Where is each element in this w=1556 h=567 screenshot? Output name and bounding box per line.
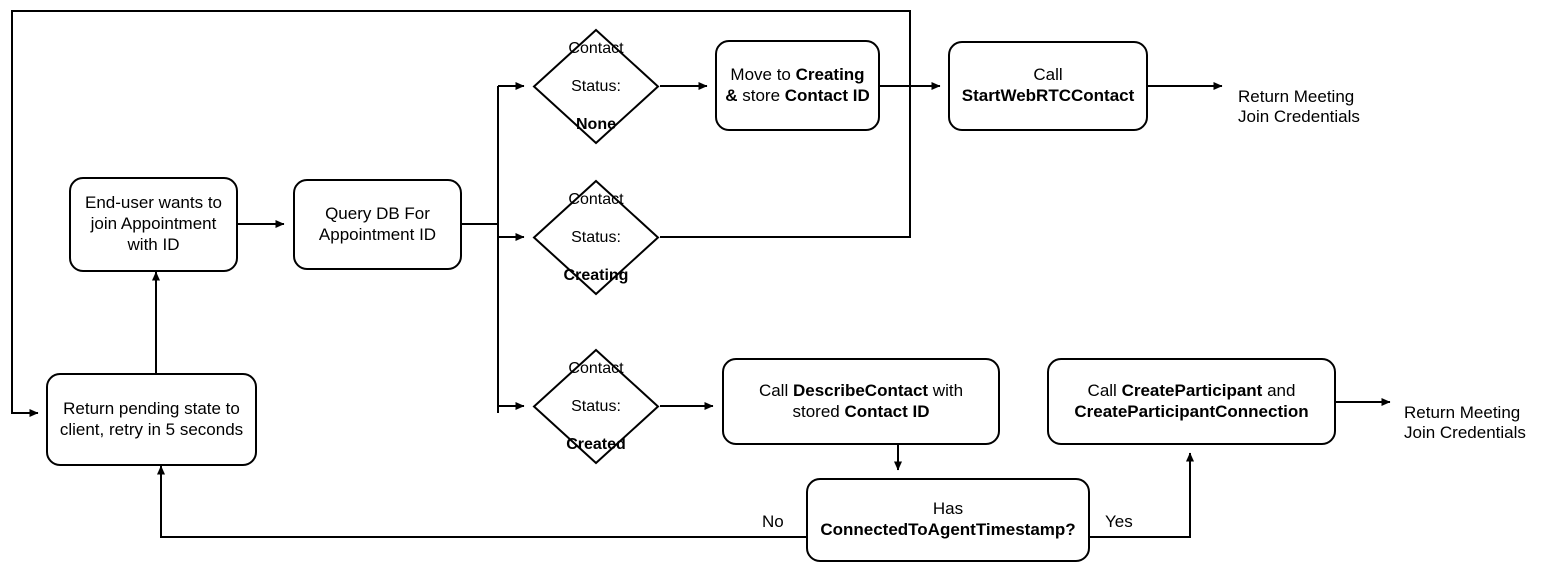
edge-label-yes: Yes <box>1105 512 1133 532</box>
label-return-meeting-credentials-top: Return Meeting Join Credentials <box>1238 66 1438 128</box>
status-creating-line-2: Status: <box>571 228 621 246</box>
label-return-meeting-credentials-bottom: Return Meeting Join Credentials <box>1404 382 1556 444</box>
node-end-user-label: End-user wants to join Appointment with … <box>84 193 222 254</box>
node-return-pending-label: Return pending state to client, retry in… <box>59 398 244 439</box>
status-creating-line-3: Creating <box>563 267 629 285</box>
node-status-created-text: Contact Status: Created <box>566 339 626 473</box>
return-credentials-bottom-text: Return Meeting Join Credentials <box>1404 402 1526 443</box>
node-end-user-wants-to-join[interactable]: End-user wants to join Appointment with … <box>69 177 238 272</box>
status-created-line-1: Contact <box>568 359 624 377</box>
diamond-shape-creating <box>532 179 660 296</box>
status-none-line-2: Status: <box>571 77 621 95</box>
edge-label-no: No <box>762 512 784 532</box>
status-creating-line-1: Contact <box>568 190 624 208</box>
return-credentials-top-text: Return Meeting Join Credentials <box>1238 86 1360 127</box>
node-query-db[interactable]: Query DB For Appointment ID <box>293 179 462 270</box>
node-move-to-creating[interactable]: Move to Creating& store Contact ID <box>715 40 880 131</box>
status-none-line-3: None <box>575 116 616 134</box>
status-created-line-3: Created <box>566 436 626 454</box>
node-status-creating-text: Contact Status: Creating <box>564 170 629 304</box>
diamond-shape-created <box>532 348 660 465</box>
node-return-pending-state[interactable]: Return pending state to client, retry in… <box>46 373 257 466</box>
node-status-created-diamond[interactable]: Contact Status: Created <box>532 348 660 465</box>
status-created-line-2: Status: <box>571 397 621 415</box>
edge-label-yes-text: Yes <box>1105 512 1133 531</box>
edge-label-no-text: No <box>762 512 784 531</box>
node-status-creating-diamond[interactable]: Contact Status: Creating <box>532 179 660 296</box>
edge-no-to-returnpending <box>157 465 806 538</box>
node-status-none-diamond[interactable]: Contact Status: None <box>532 28 660 145</box>
node-query-db-label: Query DB For Appointment ID <box>318 203 437 244</box>
node-move-to-creating-label: Move to Creating& store Contact ID <box>725 64 870 105</box>
diamond-shape-none <box>532 28 660 145</box>
status-none-line-1: Contact <box>568 39 624 57</box>
node-status-none-text: Contact Status: None <box>568 19 623 153</box>
